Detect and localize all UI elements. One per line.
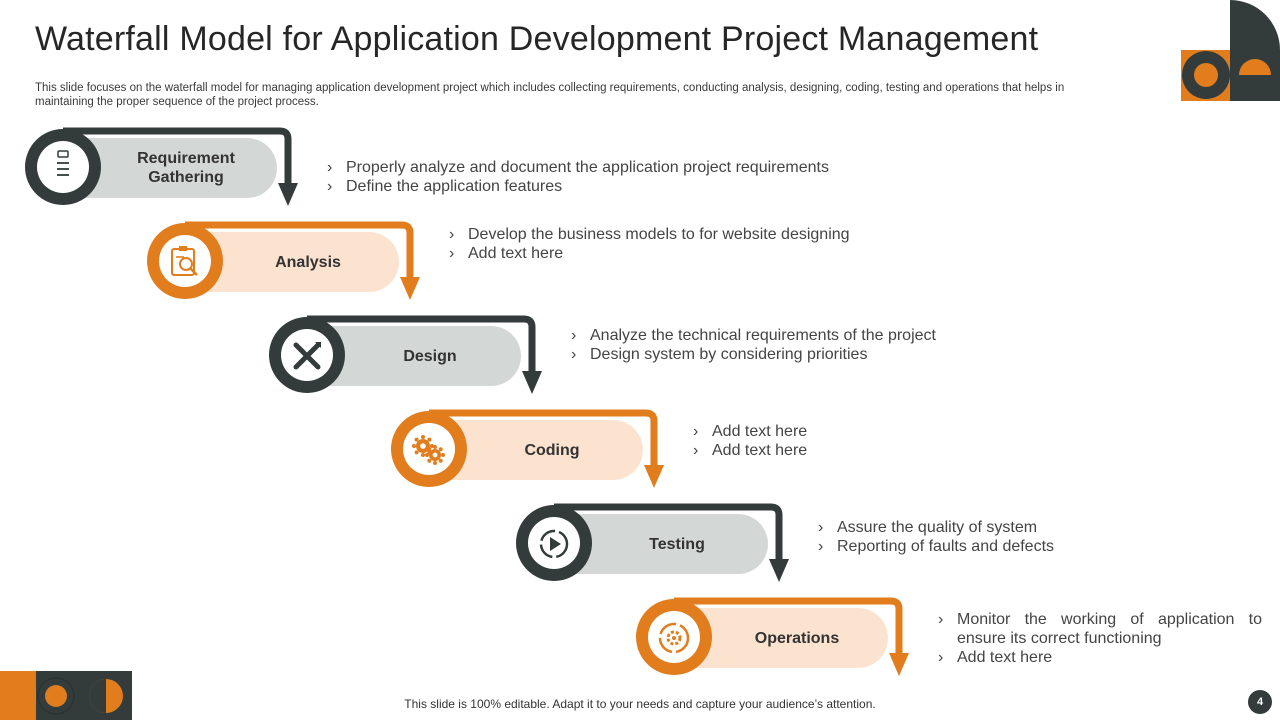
clipboard-icon xyxy=(53,150,73,182)
step-coding: Coding xyxy=(391,409,681,490)
step-label: Testing xyxy=(649,535,705,553)
bullet-item: › Add text here xyxy=(693,441,807,460)
step-bullets: › Monitor the working of application to e… xyxy=(938,610,1262,667)
step-bullets: › Develop the business models to for webs… xyxy=(449,225,850,263)
bullet-text: Properly analyze and document the applic… xyxy=(346,159,829,176)
bullet-text: Add text here xyxy=(712,423,808,440)
bullet-item: › Assure the quality of system xyxy=(818,518,1054,537)
bullet-marker: › xyxy=(818,538,824,555)
bullet-text: Add text here xyxy=(957,649,1053,666)
step-bullets: › Add text here › Add text here xyxy=(693,422,807,460)
chart-magnifier-icon xyxy=(171,246,198,276)
play-cycle-icon xyxy=(539,529,569,559)
footer-note: This slide is 100% editable. Adapt it to… xyxy=(404,697,876,711)
bullet-marker: › xyxy=(938,649,944,666)
bullet-marker: › xyxy=(938,611,944,628)
step-design: Design xyxy=(269,315,559,396)
bullet-text: Reporting of faults and defects xyxy=(837,538,1055,555)
step-label: Requirement Gathering xyxy=(137,150,235,186)
bullet-text: Analyze the technical requirements of th… xyxy=(590,327,936,344)
bullet-text: Monitor the working of application to en… xyxy=(957,611,1262,647)
gears-icon xyxy=(412,435,445,465)
bullet-marker: › xyxy=(693,423,699,440)
step-operations: Operations xyxy=(636,597,926,678)
step-bullets: › Properly analyze and document the appli… xyxy=(327,158,829,196)
step-testing: Testing xyxy=(516,503,806,584)
bullet-text: Add text here xyxy=(712,442,808,459)
gear-cycle-icon xyxy=(658,622,690,654)
bullet-marker: › xyxy=(693,442,699,459)
bullet-text: Design system by considering priorities xyxy=(590,346,868,363)
step-shape xyxy=(516,503,789,582)
page-number: 4 xyxy=(1248,690,1272,714)
step-shape xyxy=(25,127,298,206)
bullet-item: › Develop the business models to for webs… xyxy=(449,225,850,244)
bullet-item: › Analyze the technical requirements of t… xyxy=(571,326,936,345)
step-requirement-gathering: Requirement Gathering xyxy=(25,127,315,208)
bullet-item: › Reporting of faults and defects xyxy=(818,537,1054,556)
bullet-marker: › xyxy=(571,327,577,344)
bullet-marker: › xyxy=(327,178,333,195)
bullet-text: Assure the quality of system xyxy=(837,519,1038,536)
bullet-marker: › xyxy=(571,346,577,363)
bullet-text: Define the application features xyxy=(346,178,563,195)
step-label: Operations xyxy=(754,629,840,647)
bullet-marker: › xyxy=(449,226,455,243)
corner-decoration-top-right xyxy=(1181,0,1280,101)
bullet-item: › Add text here xyxy=(693,422,807,441)
bullet-item: › Add text here xyxy=(449,244,850,263)
step-bullets: › Analyze the technical requirements of t… xyxy=(571,326,936,364)
bullet-item: › Monitor the working of application to e… xyxy=(938,610,1262,648)
bullet-item: › Design system by considering priorities xyxy=(571,345,936,364)
bullet-item: › Define the application features xyxy=(327,177,829,196)
bullet-item: › Add text here xyxy=(938,648,1262,667)
bullet-text: Add text here xyxy=(468,245,564,262)
page-title: Waterfall Model for Application Developm… xyxy=(35,20,1039,58)
bullet-marker: › xyxy=(327,159,333,176)
step-bullets: › Assure the quality of system › Reporting … xyxy=(818,518,1054,556)
step-label: Coding xyxy=(524,441,580,459)
bullet-marker: › xyxy=(818,519,824,536)
bullet-text: Develop the business models to for websi… xyxy=(468,226,850,243)
step-analysis: Analysis xyxy=(147,221,437,302)
corner-decoration-bottom-left xyxy=(0,671,132,720)
step-shape xyxy=(147,221,420,300)
bullet-item: › Properly analyze and document the appli… xyxy=(327,158,829,177)
page-subtitle: This slide focuses on the waterfall mode… xyxy=(35,82,1065,108)
bullet-marker: › xyxy=(449,245,455,262)
step-shape xyxy=(636,597,909,676)
step-label: Analysis xyxy=(275,253,341,271)
step-label: Design xyxy=(403,347,457,365)
design-tools-icon xyxy=(293,342,321,370)
